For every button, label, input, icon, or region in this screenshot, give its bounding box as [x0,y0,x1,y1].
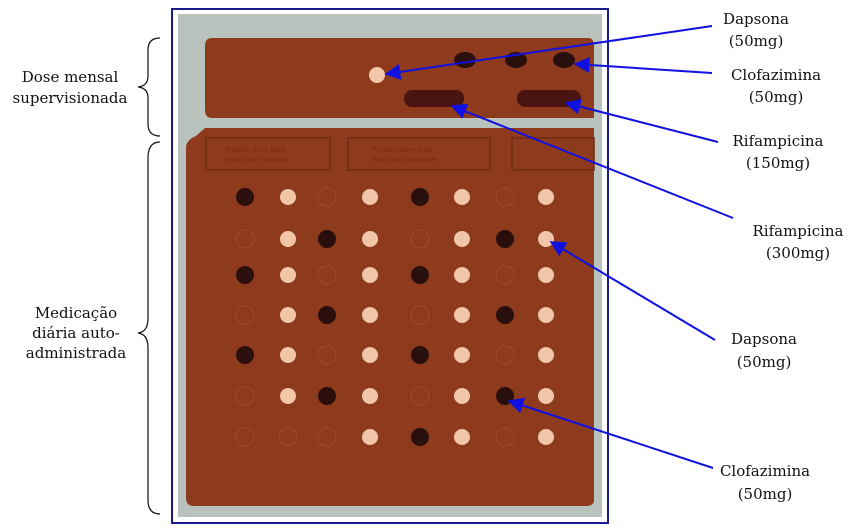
label-daily-line3: administrada [26,344,126,362]
callout-rifampicina-150-dose: (150mg) [746,154,810,172]
pill-dapsone-daily [280,347,296,363]
daily-dose-panel [186,128,594,506]
pill-dapsone-daily [454,388,470,404]
pill-dapsone-daily [280,307,296,323]
blister-card: Protect from light heat and moisture Pro… [186,38,594,506]
callout-dapsona-top-dose: (50mg) [729,32,784,50]
callout-clofazimina-daily-dose: (50mg) [738,485,793,503]
callout-rifampicina-300-name: Rifampicina [752,222,843,240]
pill-dapsone-daily [362,307,378,323]
pill-dapsone-daily [454,347,470,363]
pill-clofazimine-daily [411,346,429,364]
pill-clofazimine-daily [496,230,514,248]
pill-clofazimine-daily [411,266,429,284]
pill-clofazimine-daily [318,306,336,324]
pill-dapsone-daily [362,267,378,283]
pill-clofazimine-daily [236,188,254,206]
brace-daily [138,142,160,514]
label-monthly-line2: supervisionada [13,89,128,107]
pill-dapsone-daily [538,267,554,283]
brace-monthly [138,38,160,136]
label-daily-line1: Medicação [35,304,117,322]
pill-dapsone-daily [538,347,554,363]
pill-clofazimine-daily [236,266,254,284]
pill-dapsone-daily [362,347,378,363]
pill-dapsone-daily [280,388,296,404]
pill-dapsone-daily [454,307,470,323]
pill-dapsone-daily [454,189,470,205]
pill-clofazimine-daily [318,230,336,248]
callout-rifampicina-150-name: Rifampicina [732,132,823,150]
pill-dapsone-daily [454,231,470,247]
callout-dapsona-top-name: Dapsona [723,10,789,28]
pill-clofazimine-monthly-1 [454,52,476,68]
pill-dapsone-monthly [369,67,385,83]
perforation-gap [186,118,594,128]
pill-dapsone-daily [454,429,470,445]
pill-clofazimine-daily [411,188,429,206]
callout-clofazimina-daily-name: Clofazimina [720,462,810,480]
pill-dapsone-daily [280,231,296,247]
print-protect-2b: heat and moisture [372,156,436,164]
pill-dapsone-daily [280,267,296,283]
pill-clofazimine-daily [318,387,336,405]
callout-clofazimina-top-name: Clofazimina [731,66,821,84]
callout-dapsona-daily-name: Dapsona [731,330,797,348]
callout-clofazimina-top-dose: (50mg) [749,88,804,106]
pill-clofazimine-monthly-3 [553,52,575,68]
capsule-rifampicin-300 [404,90,464,107]
print-protect-1b: heat and moisture [225,156,289,164]
pill-dapsone-daily [538,388,554,404]
print-protect-2a: Protect from light [372,146,433,154]
pill-dapsone-daily [280,189,296,205]
pill-dapsone-daily [454,267,470,283]
pill-dapsone-daily [362,429,378,445]
label-monthly-line1: Dose mensal [22,68,119,86]
pill-dapsone-daily [362,189,378,205]
callout-dapsona-daily-dose: (50mg) [737,353,792,371]
pill-clofazimine-daily [496,306,514,324]
pill-dapsone-daily [538,231,554,247]
pill-clofazimine-daily [411,428,429,446]
callout-rifampicina-300-dose: (300mg) [766,244,830,262]
pill-dapsone-daily [362,388,378,404]
pill-dapsone-daily [538,429,554,445]
pill-dapsone-daily [538,189,554,205]
label-daily-line2: diária auto- [32,324,120,342]
pill-dapsone-daily [538,307,554,323]
print-protect-1a: Protect from light [225,146,286,154]
pill-dapsone-daily [362,231,378,247]
pill-clofazimine-daily [236,346,254,364]
